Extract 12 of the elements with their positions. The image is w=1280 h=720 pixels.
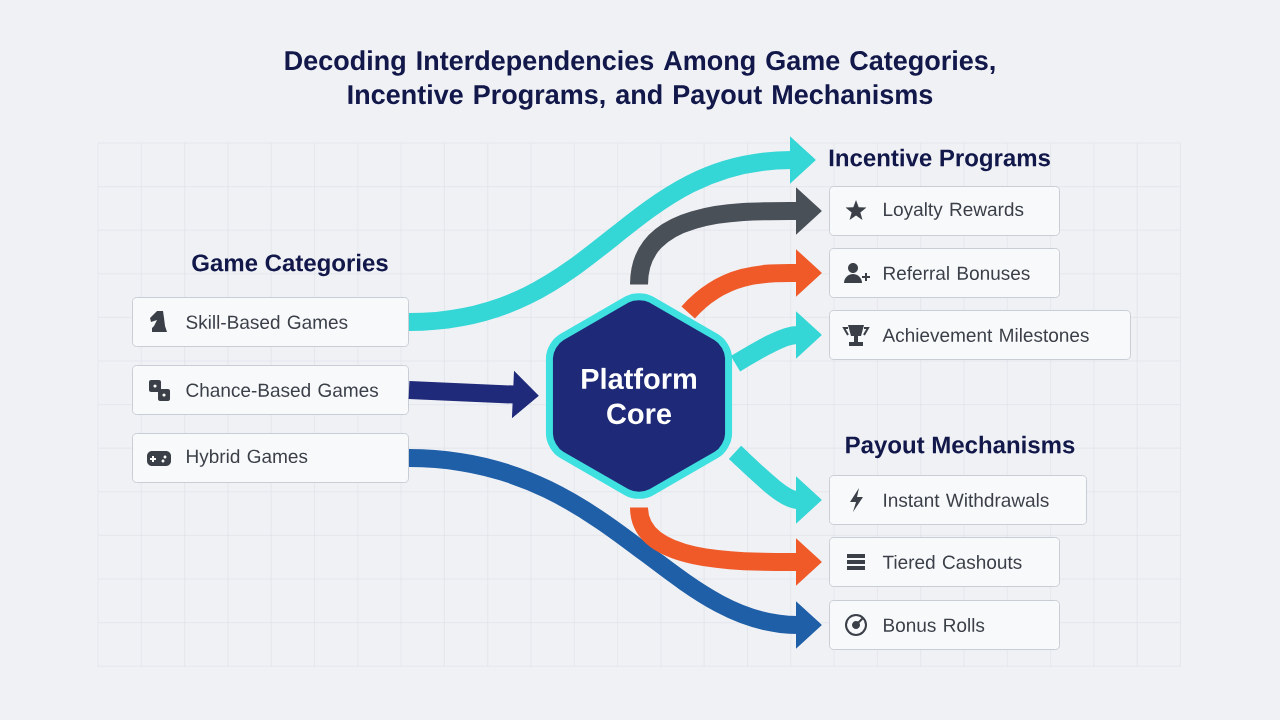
item-box: Tiered Cashouts [829,537,1060,587]
category-box: Hybrid Games [132,433,409,483]
item-box: Bonus Rolls [829,600,1060,650]
title: Decoding Interdependencies Among Game Categories, Incentive Programs, and Payout Mechanisms [285,50,995,110]
section-heading: Incentive Programs [829,148,1050,172]
item-box: Referral Bonuses [829,248,1060,298]
item-box: Instant Withdrawals [829,475,1087,525]
category-box: Skill-Based Games [132,297,409,347]
hexagon-hub: Platform Core [545,293,733,499]
item-box: Loyalty Rewards [829,186,1060,236]
item-box: Achievement Milestones [829,310,1131,360]
category-box: Chance-Based Games [132,365,409,415]
